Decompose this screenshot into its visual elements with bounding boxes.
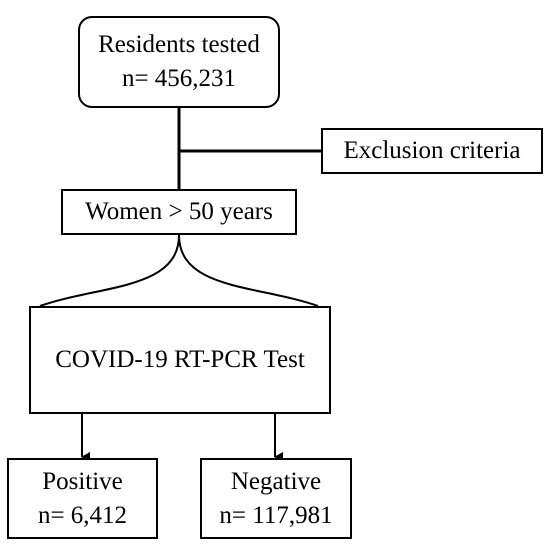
residents-tested-box: Residents tested n= 456,231 (78, 16, 280, 108)
exclusion-criteria-box: Exclusion criteria (321, 128, 543, 174)
residents-tested-count: n= 456,231 (121, 65, 237, 92)
negative-box: Negative n= 117,981 (200, 458, 352, 539)
women-over-50-box: Women > 50 years (61, 189, 297, 235)
women-over-50-label: Women > 50 years (85, 198, 273, 225)
positive-title: Positive (42, 467, 123, 495)
positive-box: Positive n= 6,412 (7, 458, 158, 539)
negative-title: Negative (230, 467, 322, 495)
residents-tested-title: Residents tested (98, 31, 260, 58)
negative-count: n= 117,981 (219, 501, 333, 529)
covid-test-label: COVID-19 RT-PCR Test (55, 346, 305, 373)
connector-women-to-test-right-curve (178, 234, 319, 307)
connector-women-to-test-left-curve (39, 234, 180, 307)
positive-count: n= 6,412 (37, 501, 128, 529)
exclusion-criteria-label: Exclusion criteria (343, 137, 521, 164)
covid-test-box: COVID-19 RT-PCR Test (29, 306, 331, 414)
